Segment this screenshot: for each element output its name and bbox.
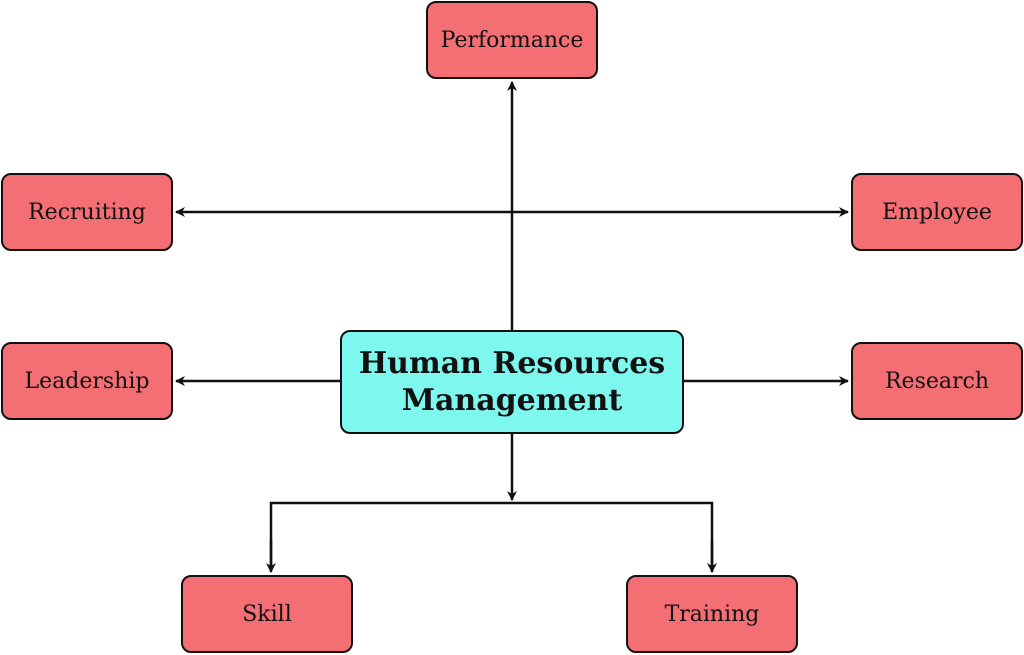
node-center-hrm: Human Resources Management (340, 330, 684, 434)
node-performance: Performance (426, 1, 598, 79)
node-research: Research (851, 342, 1023, 420)
node-recruiting: Recruiting (1, 173, 173, 251)
node-label: Skill (242, 601, 292, 627)
center-label-line1: Human Resources (358, 345, 666, 381)
node-label: Research (884, 368, 990, 394)
node-label: Leadership (24, 368, 150, 394)
node-training: Training (626, 575, 798, 653)
node-label: Employee (882, 199, 992, 225)
node-employee: Employee (851, 173, 1023, 251)
node-label: Training (664, 601, 760, 627)
node-leadership: Leadership (1, 342, 173, 420)
node-label: Performance (440, 27, 584, 53)
center-label-line2: Management (401, 383, 623, 418)
node-label: Recruiting (28, 199, 146, 225)
node-skill: Skill (181, 575, 353, 653)
